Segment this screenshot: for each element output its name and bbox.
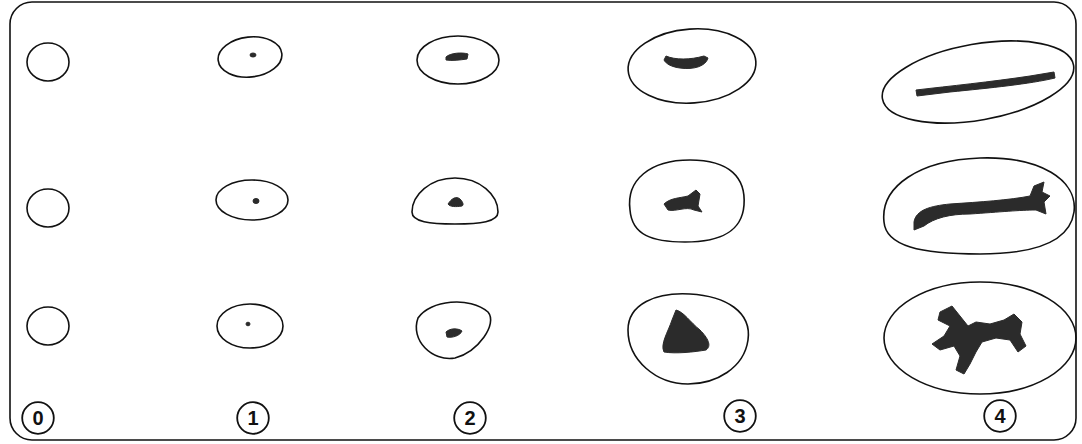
section-outline: [27, 307, 69, 345]
score-number: 2: [453, 401, 487, 435]
lesion: [446, 329, 462, 337]
lesion: [253, 199, 259, 204]
section-outline: [217, 304, 283, 348]
section-outline: [884, 282, 1076, 394]
lesion: [446, 53, 468, 60]
lesion: [250, 53, 256, 57]
score-label: 0: [32, 408, 43, 428]
section-outline: [216, 180, 288, 220]
score-number: 0: [21, 401, 55, 435]
section-outline: [416, 302, 490, 358]
section-outline: [630, 160, 745, 242]
section-outline: [876, 28, 1080, 137]
section-outline: [628, 294, 748, 384]
number-circle-outline: [22, 402, 54, 434]
number-circle-outline: [724, 400, 756, 432]
section-outline: [417, 36, 499, 84]
score-label: 1: [247, 408, 258, 428]
lesion: [916, 72, 1055, 96]
section-outline: [27, 43, 69, 81]
section-outline: [412, 178, 498, 224]
lesion: [246, 322, 250, 326]
section-outline: [626, 25, 759, 108]
score-label: 4: [994, 406, 1005, 426]
lesion: [664, 190, 702, 212]
lesion: [664, 56, 708, 69]
section-outline: [216, 34, 284, 80]
section-outline: [884, 158, 1075, 254]
lesion: [914, 182, 1050, 230]
frame: [10, 2, 1076, 440]
section-outline: [27, 189, 69, 227]
score-label: 2: [464, 408, 475, 428]
lesion: [932, 306, 1026, 374]
number-circle-outline: [237, 402, 269, 434]
number-circle-outline: [984, 400, 1016, 432]
score-number: 4: [983, 399, 1017, 433]
lesion: [663, 310, 709, 353]
score-label: 3: [734, 406, 745, 426]
lesion: [448, 198, 463, 207]
score-number: 3: [723, 399, 757, 433]
score-number: 1: [236, 401, 270, 435]
number-circle-outline: [454, 402, 486, 434]
